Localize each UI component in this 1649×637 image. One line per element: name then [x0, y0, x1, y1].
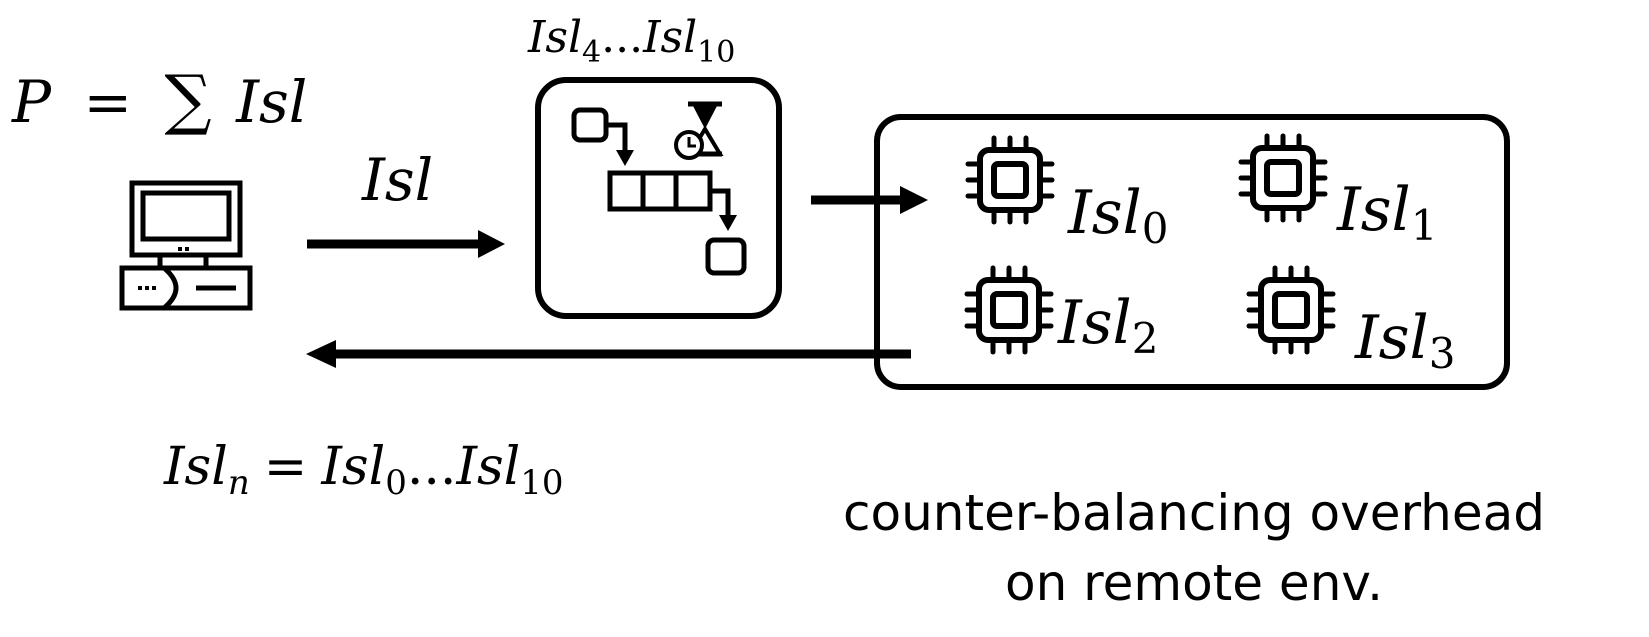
island-label: Isl2 [1057, 288, 1158, 363]
remote-env-box [874, 114, 1510, 390]
cpu-chip-icon [1249, 268, 1333, 352]
caption-line-2: on remote env. [1005, 554, 1383, 612]
scheduler-icon [535, 77, 782, 319]
island-label: Isl1 [1336, 175, 1437, 250]
computer-icon [119, 180, 253, 311]
send-arrow [307, 230, 505, 258]
total-formula: P = ∑ Isl [11, 61, 307, 138]
hourglass-clock-icon [674, 101, 724, 160]
island-label: Isl0 [1067, 178, 1168, 253]
dispatch-arrow [811, 186, 928, 214]
queue-label: Isl4...Isl10 [527, 12, 735, 70]
island-label: Isl3 [1354, 303, 1455, 378]
return-arrow [306, 340, 911, 368]
cpu-chip-icon [1241, 136, 1325, 220]
caption-line-1: counter-balancing overhead [843, 484, 1545, 542]
cpu-chip-icon [968, 138, 1052, 222]
send-label: Isl [361, 146, 433, 214]
cpu-chip-icon [967, 268, 1051, 352]
return-formula: Isln=Isl0...Isl10 [163, 437, 564, 503]
